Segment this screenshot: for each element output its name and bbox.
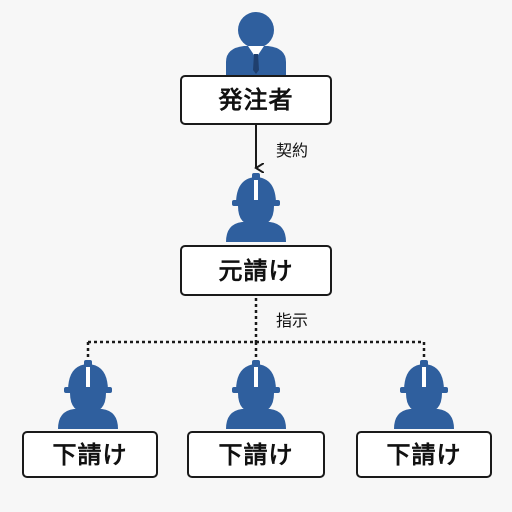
hardhat-worker-icon — [394, 360, 454, 429]
prime-contractor-box: 元請け — [180, 245, 332, 296]
subcontractor-label: 下請け — [52, 440, 128, 469]
hardhat-worker-icon — [226, 360, 286, 429]
subcontractor-label: 下請け — [386, 440, 462, 469]
hardhat-worker-icon — [226, 173, 286, 242]
prime-contractor-label: 元請け — [218, 256, 294, 285]
contract-label: 契約 — [276, 141, 309, 160]
instruction-connectors — [86, 298, 426, 362]
subcontractor-box: 下請け — [22, 431, 158, 478]
subcontractor-label: 下請け — [218, 440, 294, 469]
client-label: 発注者 — [218, 86, 294, 114]
hardhat-worker-icon — [58, 360, 118, 429]
person-in-suit-icon — [226, 12, 286, 76]
subcontractor-box: 下請け — [356, 431, 492, 478]
client-box: 発注者 — [180, 75, 332, 125]
subcontractor-box: 下請け — [187, 431, 325, 478]
instruction-label: 指示 — [276, 311, 309, 330]
